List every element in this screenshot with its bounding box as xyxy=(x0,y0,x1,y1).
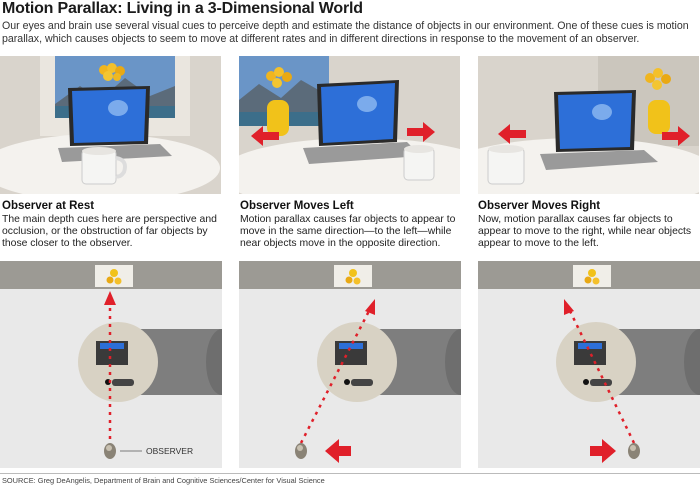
topview-observer-at-rest: OBSERVER xyxy=(0,261,222,468)
panel-title: Observer Moves Right xyxy=(478,200,601,212)
observer-icon xyxy=(628,443,640,459)
topview-observer-moves-left xyxy=(239,261,461,468)
arrow-right-icon xyxy=(407,122,435,142)
scene-observer-moves-right xyxy=(478,56,699,194)
divider xyxy=(0,473,700,474)
vase-topdown-icon xyxy=(345,269,361,285)
panel-title: Observer Moves Left xyxy=(240,200,354,212)
page-title: Motion Parallax: Living in a 3-Dimension… xyxy=(2,0,363,17)
laptop-icon xyxy=(303,80,421,164)
arrow-right-icon xyxy=(662,126,690,146)
source-credit: SOURCE: Greg DeAngelis, Department of Br… xyxy=(2,476,325,485)
flower-vase-icon xyxy=(99,63,125,81)
scene-observer-at-rest xyxy=(0,56,221,194)
flower-vase-icon xyxy=(645,68,671,134)
move-right-arrow-icon xyxy=(590,439,616,463)
vase-topdown-icon xyxy=(584,269,600,285)
vase-topdown-icon xyxy=(106,269,122,285)
panel-text: Now, motion parallax causes far objects … xyxy=(478,214,692,250)
laptop-icon xyxy=(540,90,658,170)
move-left-arrow-icon xyxy=(325,439,351,463)
table-topdown xyxy=(78,322,222,402)
arrow-left-icon xyxy=(251,126,279,146)
panel-text: Motion parallax causes far objects to ap… xyxy=(240,214,456,250)
observer-icon xyxy=(295,443,307,459)
observer-label: OBSERVER xyxy=(146,446,193,456)
arrow-left-icon xyxy=(498,124,526,144)
flower-vase-icon xyxy=(266,67,292,136)
mug-icon xyxy=(81,147,127,185)
mug-icon xyxy=(403,145,435,181)
panel-title: Observer at Rest xyxy=(2,200,95,212)
panel-text: The main depth cues here are perspective… xyxy=(2,214,217,250)
observer-icon xyxy=(104,443,116,459)
mug-icon xyxy=(487,145,525,185)
table-topdown xyxy=(317,322,461,402)
topview-observer-moves-right xyxy=(478,261,700,468)
scene-observer-moves-left xyxy=(239,56,460,194)
intro-text: Our eyes and brain use several visual cu… xyxy=(2,20,689,45)
table-topdown xyxy=(556,322,700,402)
